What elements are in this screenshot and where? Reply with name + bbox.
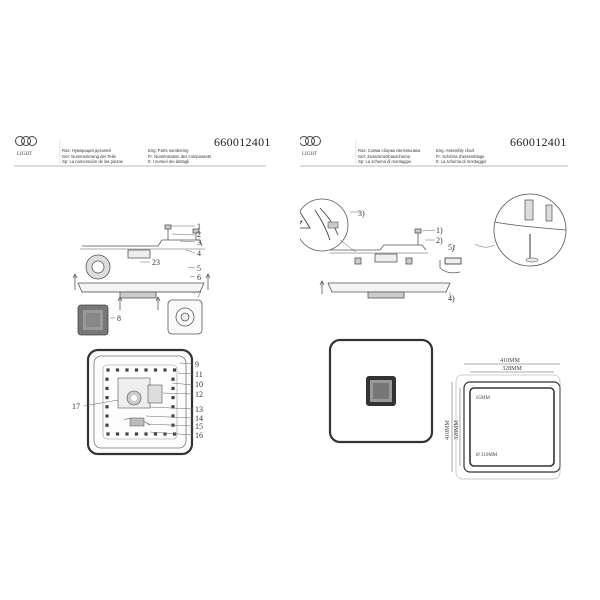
led-chip [125,368,129,372]
header-line: Fr: Schéma d'assemblage [436,153,485,159]
step-label-5: 5) [448,243,455,252]
led-chip [153,432,158,436]
part-number-23: 23 [152,258,160,267]
dimension-hole: Ø 310MM [476,453,498,458]
led-chip [105,405,109,409]
brand-logo-text: LIGHT [17,152,32,157]
led-chip [144,432,148,436]
led-chip [144,368,148,372]
header-line: It: I numeri dei dettagli [148,159,190,165]
ceiling-anchor-detail [474,193,567,267]
part-number-12: 12 [195,390,203,399]
dimension-inner-width: 328MM [502,366,522,372]
leader-lines [350,211,456,296]
header-col-2: Eng: Parts numbering Fr: Numérotation de… [148,148,211,165]
header-line: Eng: Parts numbering [148,148,189,153]
header-line: Eng: Assembly chart [436,148,475,153]
header-col-1: Rus: Схема сборки светильника Ger: Zusam… [358,148,420,165]
header-line: Rus: Схема сборки светильника [358,148,421,153]
left-page-drawing: LIGHT [14,136,266,456]
right-page-drawing: LIGHT [300,136,568,480]
led-chip [106,368,110,372]
dimension-depth: 65MM [476,396,490,401]
header-col-1: Rus: Нумерация деталей Ger: Nummerierung… [62,148,123,165]
step-label-2: 2) [436,236,443,245]
led-chip [105,423,109,427]
part-number-9: 9 [195,360,199,369]
header-line: It: La schema di montaggio [436,159,487,165]
led-chip [125,432,129,436]
mounting-plate-part [167,299,203,335]
product-front-view [328,338,434,444]
dimension-inner-height: 328MM [454,420,460,440]
header-line: Ger: Nummerierung der Teile [62,153,116,159]
led-chip [153,368,158,372]
dimension-drawing: 410MM 328MM 410MM 328MM 65MM Ø 310MM [445,358,561,480]
warning-triangle-icon [300,211,311,229]
brand-logo-icon [300,136,321,146]
step-label-4: 4) [448,294,455,303]
product-code: 660012401 [214,135,271,149]
led-chip [171,377,175,381]
part-number-3: 3 [197,238,201,247]
step-label-1: 1) [436,226,443,235]
dimension-outer-width: 410MM [500,358,520,364]
part-number-15: 15 [195,422,203,431]
dimension-outer-height: 410MM [445,420,451,440]
led-chip [171,405,175,409]
part-number-14: 14 [195,414,203,423]
led-chip [105,377,109,381]
led-chip [134,368,139,372]
part-number-4: 4 [197,249,201,258]
led-chip [134,432,139,436]
led-chip [115,368,120,372]
led-module-part [77,304,109,336]
left-page: LIGHT [14,135,271,456]
header-line: Sp: La numeración de las piezas [62,159,123,165]
right-page: LIGHT [300,0,600,600]
fixture-top-view [86,348,194,456]
part-number-11: 11 [195,370,203,379]
part-number-5: 5 [197,264,201,273]
part-number-8: 8 [117,314,121,323]
led-chip [171,386,175,390]
step-labels: 3) 1) 2) 5) 4) [358,209,455,303]
header-col-2: Eng: Assembly chart Fr: Schéma d'assembl… [436,148,486,165]
part-number-13: 13 [195,405,203,414]
part-number-labels: 1 2 3 4 5 6 7 8 9 10 11 12 13 14 15 16 1… [72,222,203,440]
led-chip [105,414,109,418]
part-number-16: 16 [195,431,203,440]
led-chip [115,432,120,436]
header-line: Rus: Нумерация деталей [62,148,111,153]
led-chip [171,396,175,400]
product-code: 660012401 [510,135,567,149]
led-chip [172,368,177,372]
part-number-1: 1 [197,222,201,231]
wiring-detail [300,198,357,253]
side-profile-exploded [72,224,211,310]
header-line: Sp: La schema di montaggio [358,159,412,165]
part-number-17: 17 [72,402,80,411]
led-chip [163,368,167,372]
led-chip [106,432,110,436]
header-line: Fr: Numérotation des composants [148,153,212,159]
step-label-3: 3) [358,209,365,218]
part-number-7: 7 [197,290,201,299]
led-chip [172,432,177,436]
part-number-10: 10 [195,380,203,389]
led-chip [105,396,109,400]
led-chip [105,386,109,390]
led-chip [171,414,175,418]
brand-logo-text: LIGHT [302,152,317,157]
side-profile-assembly [319,228,462,299]
leader-lines [83,225,196,436]
part-number-2: 2 [197,230,201,239]
brand-logo-icon [15,136,37,146]
header-line: Ger: Zusammenbauschema [358,153,410,159]
part-number-6: 6 [197,273,201,282]
led-chip [163,432,167,436]
